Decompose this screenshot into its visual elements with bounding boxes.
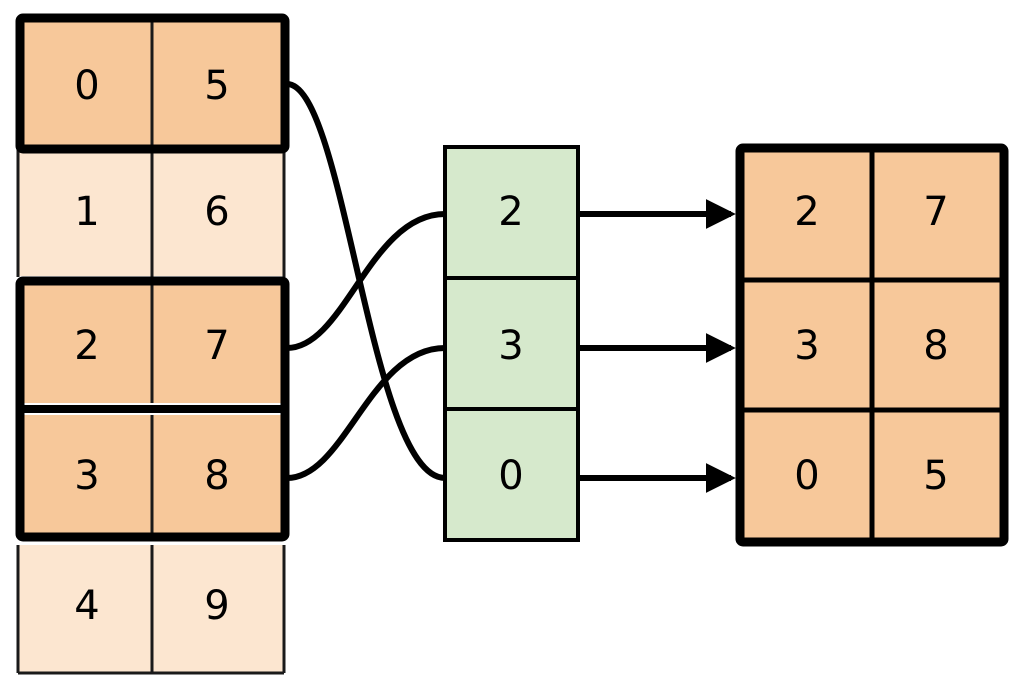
- index-cell-0-label: 2: [498, 189, 523, 235]
- index-cell-2-box: [443, 407, 580, 542]
- result-cell-r1-value-label: 8: [923, 323, 948, 369]
- source-cell-r1-value-label: 6: [204, 189, 229, 235]
- source-cell-r0-value: [153, 22, 281, 145]
- result-cell-r0-value-label: 7: [923, 189, 948, 235]
- source-cell-r2-key-label: 2: [74, 323, 99, 369]
- source-cell-r4-key: [18, 545, 151, 673]
- index-cell-1-box: [443, 276, 580, 411]
- result-cell-r1-key: [744, 282, 871, 408]
- index-cell-2-label: 0: [498, 453, 523, 499]
- result-cell-r0-key-label: 2: [794, 189, 819, 235]
- source-rows-2-3-highlight-outline: [15, 276, 290, 542]
- source-cell-r2-key: [24, 285, 151, 403]
- source-cell-r0-key-label: 0: [74, 63, 99, 109]
- result-table-outline: [735, 143, 1009, 547]
- source-cell-r3-value: [153, 415, 281, 533]
- curve-row-3-to-index-1: [284, 345, 448, 481]
- source-cell-r1-key-label: 1: [74, 189, 99, 235]
- source-cell-r1-key: [18, 148, 151, 276]
- source-cell-r1-value: [153, 148, 284, 276]
- source-cell-r2-value: [153, 285, 281, 403]
- result-cell-r2-key: [744, 412, 871, 538]
- source-cell-r4-value-label: 9: [204, 583, 229, 629]
- result-cell-r0-value: [873, 152, 1000, 278]
- curve-row-2-to-index-0: [284, 211, 448, 351]
- result-cell-r2-key-label: 0: [794, 453, 819, 499]
- source-cell-r0-key: [24, 22, 151, 145]
- source-cell-r3-value-label: 8: [204, 453, 229, 499]
- source-cell-r3-key: [24, 415, 151, 533]
- source-table-gridlines: [16, 22, 286, 675]
- index-cell-1-label: 3: [498, 323, 523, 369]
- result-cell-r1-key-label: 3: [794, 323, 819, 369]
- source-cell-r4-value: [153, 545, 284, 673]
- source-cell-r4-key-label: 4: [74, 583, 99, 629]
- result-cell-r0-key: [744, 152, 871, 278]
- result-cell-r2-value-label: 5: [923, 453, 948, 499]
- result-cell-r1-value: [873, 282, 1000, 408]
- result-table-gridlines: [744, 152, 1000, 538]
- result-cell-r2-value: [873, 412, 1000, 538]
- source-cell-r3-key-label: 3: [74, 453, 99, 499]
- index-cell-0-box: [443, 145, 580, 280]
- source-cell-r2-value-label: 7: [204, 323, 229, 369]
- source-cell-r0-value-label: 5: [204, 63, 229, 109]
